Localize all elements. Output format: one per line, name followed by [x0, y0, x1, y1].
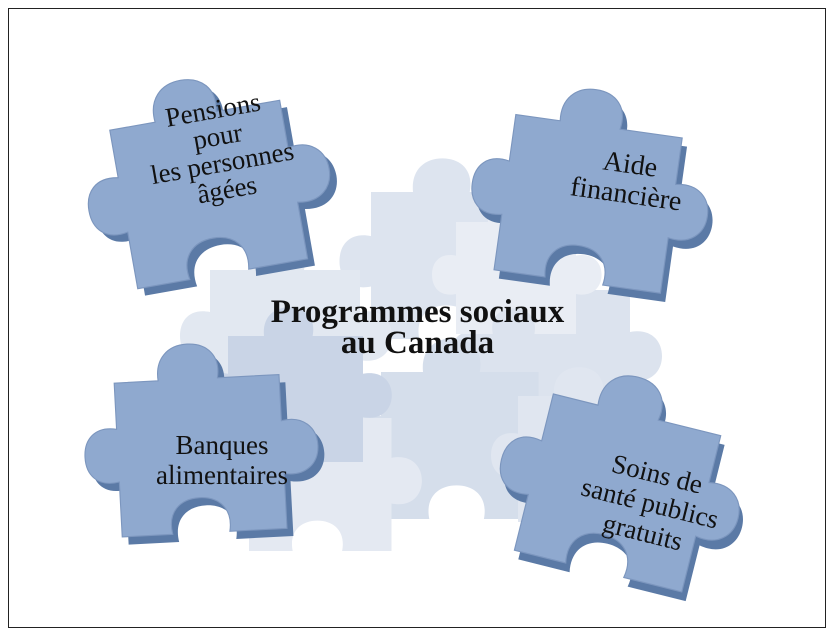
label-bottom-left-line-1: Banques	[175, 430, 269, 460]
center-title: Programmes sociaux au Canada	[0, 294, 835, 361]
center-title-line-1: Programmes sociaux	[270, 294, 565, 330]
label-bottom-left: Banques alimentaires	[122, 430, 322, 490]
label-bottom-left-line-2: alimentaires	[156, 460, 288, 490]
center-title-line-2: au Canada	[340, 325, 495, 361]
